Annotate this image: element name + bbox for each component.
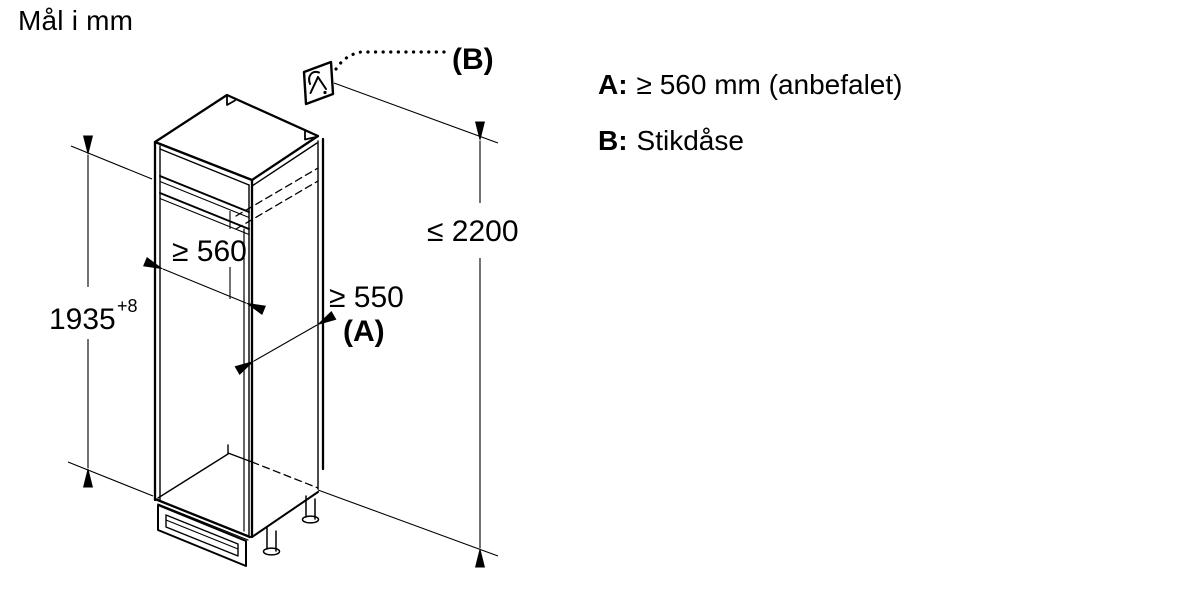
dimension-niche-height — [67, 135, 154, 497]
cabinet-top-face — [153, 93, 320, 182]
cabinet-drawing — [153, 93, 325, 567]
socket-outlet-icon — [302, 60, 335, 106]
legend-item-b: B: Stikdåse — [598, 125, 744, 157]
niche-floor-left-edge — [157, 453, 229, 499]
foot-front — [262, 526, 281, 556]
foot-back — [301, 495, 320, 524]
legend-key-b: B: — [598, 125, 628, 156]
cabinet-top-panel-inner-edge — [159, 148, 250, 186]
hidden-edges — [235, 167, 319, 489]
cabinet-right-top-inner-edge — [251, 142, 318, 187]
niche-floor-front-inner — [157, 503, 249, 541]
socket-dotted-leader — [334, 50, 448, 71]
plinth-recess-panel — [165, 514, 239, 557]
page-title: Mål i mm — [18, 5, 134, 36]
dimension-lines — [67, 82, 499, 568]
shelf-bottom-edge — [159, 192, 250, 230]
dimension-depth — [234, 310, 337, 376]
plinth-recess-inner-line — [165, 519, 239, 550]
plinth-outline — [157, 504, 247, 567]
cabinet-top-notch-left — [226, 95, 236, 106]
legend-text-b: Stikdåse — [636, 125, 744, 156]
legend-key-a: A: — [598, 69, 628, 100]
niche-floor-back-edge — [227, 452, 253, 463]
shelf-top-edge — [159, 175, 250, 213]
dimension-max-height — [317, 82, 499, 568]
label-depth-ref: (A) — [343, 315, 385, 348]
dimension-niche-width — [143, 211, 266, 316]
shelf-bottom-edge-inner — [159, 197, 250, 236]
label-max-height: ≤ 2200 — [427, 215, 519, 248]
niche-floor-front-edge — [153, 497, 252, 539]
legend-text-a: ≥ 560 mm (anbefalet) — [636, 69, 903, 100]
cabinet-right-bottom-edge — [251, 491, 319, 538]
label-socket-ref: (B) — [452, 43, 494, 76]
label-depth: ≥ 550 — [329, 281, 404, 314]
legend-item-a: A: ≥ 560 mm (anbefalet) — [598, 69, 903, 101]
label-niche-height: 1935 — [49, 303, 116, 336]
cabinet-top-notch-right — [304, 129, 319, 141]
label-niche-height-tolerance: +8 — [117, 296, 138, 316]
shelf-top-edge-inner — [159, 180, 250, 219]
label-niche-width: ≥ 560 — [172, 235, 247, 268]
